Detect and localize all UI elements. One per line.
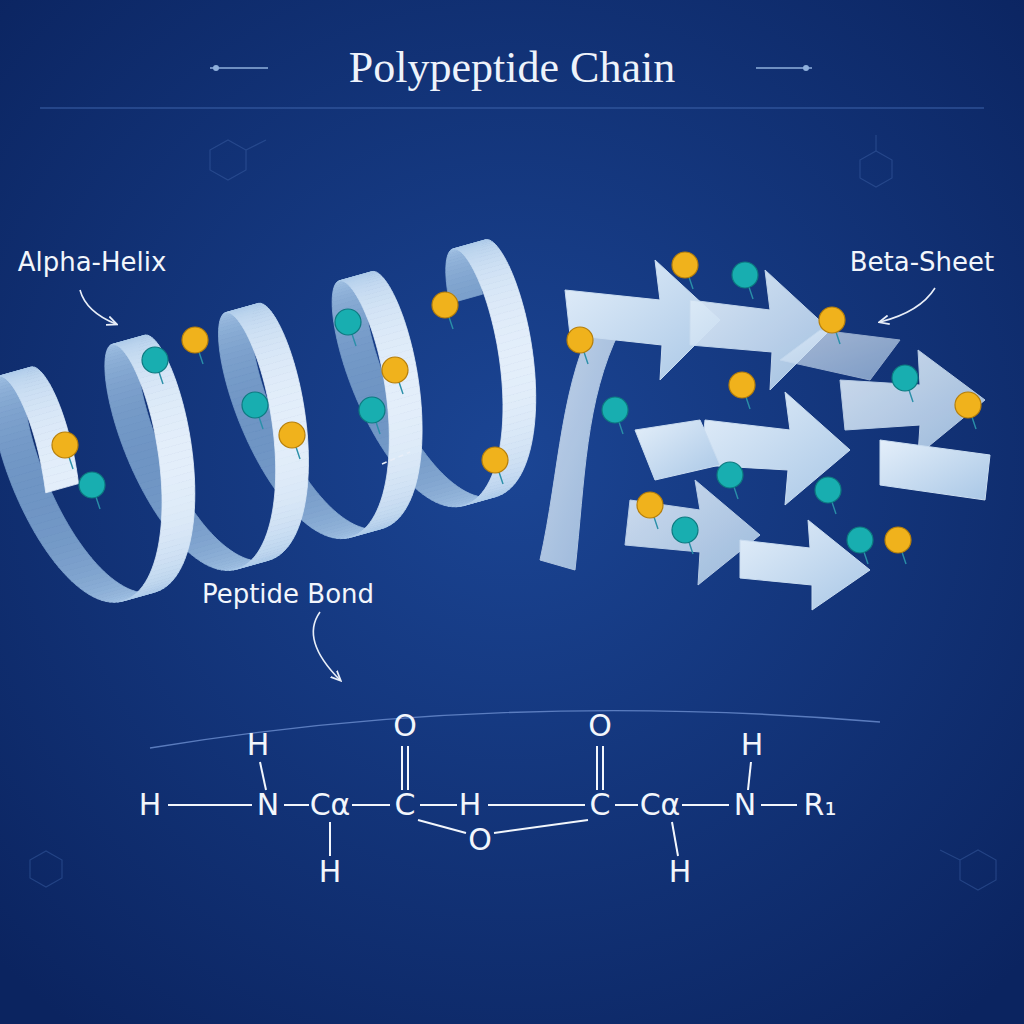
atom-symbol: H	[741, 730, 764, 760]
ribbon-segment	[159, 448, 193, 465]
side-chain-dot	[52, 432, 78, 458]
side-chain-dot	[729, 372, 755, 398]
atom-symbol: N	[257, 790, 279, 820]
atom-symbol: H	[319, 857, 342, 887]
atom-symbol: O	[393, 711, 417, 741]
atom-symbol: C	[590, 790, 611, 820]
side-chain-dot	[892, 365, 918, 391]
atom-symbol: O	[588, 711, 612, 741]
dash-line	[382, 452, 410, 464]
ribbon-segment	[45, 476, 79, 493]
atom-symbol: Cα	[640, 790, 681, 820]
side-chain-dot	[602, 397, 628, 423]
alpha-helix-ribbon	[0, 240, 536, 603]
side-chain-dot	[335, 309, 361, 335]
atom-symbol: H	[459, 790, 482, 820]
beta-sheet-arrows	[540, 260, 990, 610]
side-chain-dot	[482, 447, 508, 473]
side-chain-dot	[279, 422, 305, 448]
atom-symbol: Cα	[310, 790, 351, 820]
side-chain-dot	[382, 357, 408, 383]
atom-symbol: R₁	[804, 790, 837, 820]
ribbon-segment	[499, 350, 533, 367]
atom-symbol: N	[734, 790, 756, 820]
side-chain-dot	[717, 462, 743, 488]
side-chain-dot	[672, 517, 698, 543]
side-chain-dot	[955, 392, 981, 418]
side-chain-dot	[432, 292, 458, 318]
side-chain-dot	[359, 397, 385, 423]
side-chain-dot	[637, 492, 663, 518]
side-chain-dot	[815, 477, 841, 503]
atom-symbol: H	[247, 730, 270, 760]
leader-arrows	[80, 288, 935, 680]
structure-label: Alpha-Helix	[18, 249, 167, 275]
side-chain-dot	[732, 262, 758, 288]
side-chain-dot	[242, 392, 268, 418]
structure-label: Peptide Bond	[202, 581, 374, 607]
side-chain-dot	[847, 527, 873, 553]
atom-symbol: H	[139, 790, 162, 820]
side-chain-dot	[672, 252, 698, 278]
atom-symbol: H	[669, 857, 692, 887]
atom-symbol: C	[395, 790, 416, 820]
title: Polypeptide Chain	[349, 46, 675, 90]
side-chain-dot	[885, 527, 911, 553]
side-chain-dot	[79, 472, 105, 498]
atom-symbol: O	[468, 825, 492, 855]
side-chain-dot	[142, 347, 168, 373]
decor-molecules	[30, 135, 996, 890]
side-chain-dots	[52, 252, 981, 564]
structure-label: Beta-Sheet	[850, 249, 995, 275]
bond-lines	[168, 746, 797, 856]
side-chain-dot	[182, 327, 208, 353]
side-chain-dot	[567, 327, 593, 353]
side-chain-dot	[819, 307, 845, 333]
